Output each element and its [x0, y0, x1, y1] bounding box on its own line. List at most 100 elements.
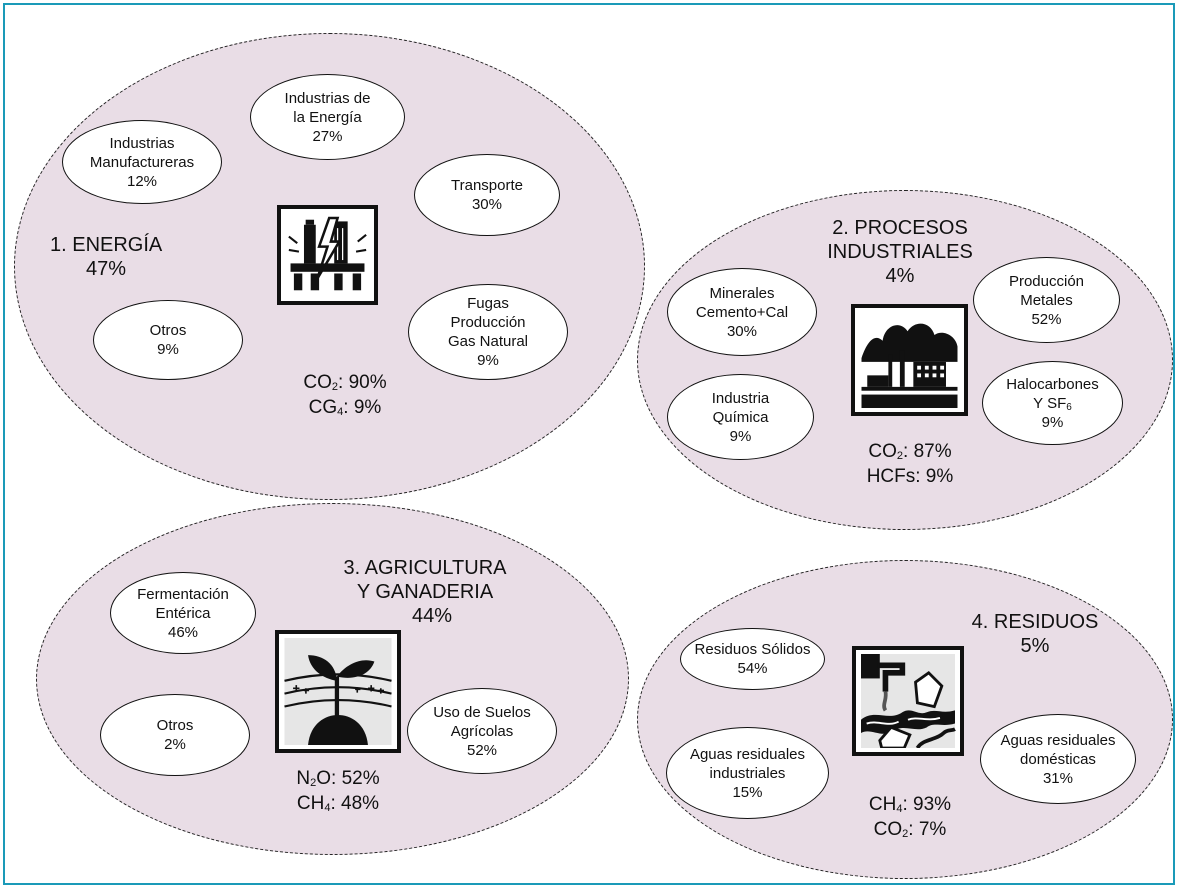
bubble-label: Minerales [709, 284, 775, 302]
bubble-label: industriales [709, 764, 786, 782]
bubble-aguas-residuales-domesticas: Aguas residuales domésticas 31% [980, 714, 1136, 804]
bubble-percent: 30% [726, 322, 757, 340]
bubble-label: Residuos Sólidos [694, 641, 811, 658]
region-title: 4. RESIDUOS [971, 611, 1099, 633]
residuos-gas-breakdown: CH4: 93% CO2: 7% [849, 792, 971, 842]
bubble-percent: 9% [157, 341, 179, 358]
bubble-label: Producción [450, 314, 526, 331]
region-percent: 5% [1020, 635, 1050, 657]
bubble-label: la Energía [293, 108, 362, 126]
bubble-uso-suelos-agricolas: Uso de Suelos Agrícolas 52% [407, 688, 557, 774]
wastewater-icon [852, 646, 964, 756]
gas-subscript: 4 [896, 803, 903, 815]
bubble-label: Otros [156, 717, 194, 734]
gas-line: CO2: 7% [849, 817, 971, 842]
region-percent: 44% [411, 605, 453, 627]
wastewater-drawing [861, 654, 956, 748]
bubble-percent: 12% [126, 172, 158, 190]
bubble-label-text: Y SF [1033, 394, 1067, 412]
gas-subscript: 2 [902, 828, 909, 840]
bubble-label: Fugas [467, 295, 509, 312]
bubble-label: Industrias de [284, 89, 371, 107]
bubble-label: Industrias [109, 134, 175, 152]
gas-value: : 93% [902, 794, 952, 815]
gas-line: CO2: 90% [290, 370, 400, 395]
bubble-label: Manufactureras [89, 153, 195, 171]
region-percent: 47% [86, 258, 127, 280]
factory-smoke-drawing [861, 312, 958, 408]
gas-formula: CH [868, 794, 897, 815]
figure-frame [3, 3, 1175, 885]
bubble-label: Gas Natural [447, 333, 529, 350]
region-percent: 4% [885, 265, 915, 287]
bubble-label: Aguas residuales [689, 745, 806, 763]
bubble-percent: 30% [471, 196, 502, 213]
gas-line: CO2: 87% [850, 439, 970, 464]
gas-line: CH4: 48% [277, 791, 399, 816]
bubble-label: Agrícolas [450, 722, 514, 740]
bubble-otros-agricultura: Otros 2% [100, 694, 250, 776]
bubble-label: Y SF6 [1033, 394, 1072, 413]
bubble-transporte: Transporte 30% [414, 154, 560, 236]
agricultura-title: 3. AGRICULTURA Y GANADERIA 44% [320, 556, 530, 628]
bubble-label: Producción [1008, 272, 1085, 290]
bubble-fugas-gas-natural: Fugas Producción Gas Natural 9% [408, 284, 568, 380]
region-title: 2. PROCESOS [832, 217, 968, 239]
bubble-percent: 9% [477, 352, 499, 369]
bubble-label: Cemento+Cal [695, 303, 789, 321]
region-title: 3. AGRICULTURA [343, 557, 507, 579]
oil-refinery-lightning-icon [277, 205, 378, 305]
bubble-fermentacion-enterica: Fermentación Entérica 46% [110, 572, 256, 654]
bubble-percent: 52% [466, 741, 498, 759]
bubble-label: Otros [149, 322, 187, 339]
gas-line: HCFs: 9% [866, 466, 954, 487]
bubble-label: Entérica [155, 604, 211, 622]
bubble-otros-energia: Otros 9% [93, 300, 243, 380]
gas-value: : 87% [903, 441, 952, 462]
gas-formula: CO [868, 441, 897, 462]
gas-subscript: 2 [310, 777, 317, 789]
residuos-title: 4. RESIDUOS 5% [960, 610, 1110, 658]
bubble-industrias-manufactureras: Industrias Manufactureras 12% [62, 120, 222, 204]
bubble-label: Química [712, 408, 769, 426]
gas-formula: CH [296, 793, 325, 814]
gas-value: : 48% [330, 793, 380, 814]
bubble-percent: 2% [164, 736, 186, 753]
gas-value: : 7% [908, 819, 947, 840]
bubble-percent: 27% [312, 127, 343, 145]
bubble-label: Uso de Suelos [433, 703, 531, 721]
bubble-label: Metales [1020, 291, 1073, 309]
gas-line: N2O: 52% [277, 766, 399, 791]
seedling-drawing [284, 638, 392, 745]
region-title: INDUSTRIALES [827, 241, 973, 263]
energia-gas-breakdown: CO2: 90% CG4: 9% [290, 370, 400, 420]
agricultura-gas-breakdown: N2O: 52% CH4: 48% [277, 766, 399, 816]
bubble-percent: 15% [732, 783, 763, 801]
bubble-minerales-cemento-cal: Minerales Cemento+Cal 30% [667, 268, 817, 356]
gas-line: CH4: 93% [849, 792, 971, 817]
bubble-label: Halocarbones [1006, 375, 1099, 393]
bubble-percent: 9% [729, 427, 752, 445]
bubble-label: domésticas [1020, 750, 1096, 768]
gas-subscript: 4 [337, 406, 344, 418]
bubble-industria-quimica: Industria Química 9% [667, 374, 814, 460]
gas-value: : 90% [338, 372, 387, 393]
region-title: 1. ENERGÍA [50, 234, 163, 256]
gas-subscript: 2 [896, 450, 904, 462]
gas-value: O: 52% [316, 768, 380, 789]
bubble-percent: 9% [1041, 413, 1064, 431]
bubble-aguas-residuales-industriales: Aguas residuales industriales 15% [666, 727, 829, 819]
energia-title: 1. ENERGÍA 47% [50, 233, 162, 281]
bubble-label: Fermentación [137, 585, 229, 603]
bubble-residuos-solidos: Residuos Sólidos 54% [680, 628, 825, 690]
region-title: Y GANADERIA [356, 581, 494, 603]
bubble-produccion-metales: Producción Metales 52% [973, 257, 1120, 343]
bubble-industrias-energia: Industrias de la Energía 27% [250, 74, 405, 160]
bubble-subscript: 6 [1066, 401, 1072, 413]
bubble-label: Aguas residuales [1000, 731, 1116, 749]
gas-formula: CO [303, 372, 332, 393]
gas-formula: CO [873, 819, 903, 840]
oil-refinery-lightning-drawing [285, 213, 370, 297]
procesos-title: 2. PROCESOS INDUSTRIALES 4% [800, 216, 1000, 288]
procesos-gas-breakdown: CO2: 87% HCFs: 9% [850, 439, 970, 489]
